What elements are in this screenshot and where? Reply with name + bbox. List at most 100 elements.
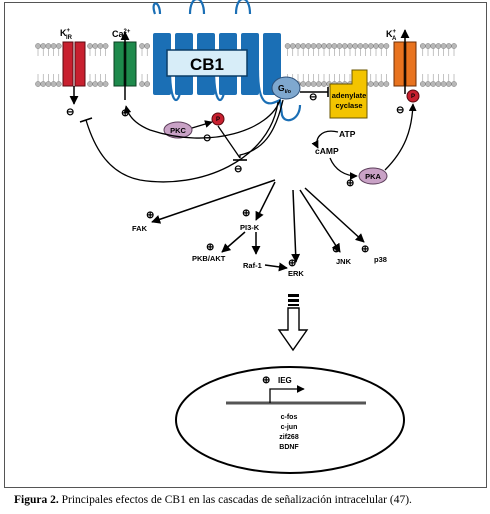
erk-label: ERK [288,269,304,278]
lipid-head [97,43,104,49]
lipid-head [326,43,333,49]
lipid-head [300,81,307,87]
lipid-head [87,81,93,87]
lipid-head [357,43,364,49]
lipid-head [305,81,312,87]
svg-text:⊖: ⊖ [396,105,404,116]
svg-text:⊕: ⊕ [206,242,214,253]
lipid-head [35,81,41,87]
lipid-head [435,81,442,87]
lipid-head [56,81,62,87]
phospho-pkc: P [211,112,225,126]
lipid-head [347,43,353,49]
lipid-head [367,81,374,87]
lipid-head [139,43,145,49]
cb1-receptor: CB1 [152,0,302,122]
svg-text:P: P [411,94,415,100]
svg-text:⊖: ⊖ [66,107,74,118]
lipid-head [419,81,426,87]
adenylate-cyclase: adenylate cyclase [329,69,368,119]
lipid-head [341,43,348,49]
lipid-head [144,81,150,87]
lipid-head [97,81,104,87]
gio-ac-minus: ⊖ [309,92,317,103]
lipid-head [92,81,98,87]
svg-text:⊕: ⊕ [146,210,154,221]
lipid-head [92,43,98,49]
lipid-head [315,81,322,87]
pkc-label: PKC [170,126,186,135]
svg-text:⊕: ⊕ [332,244,340,255]
lipid-head [425,43,431,49]
lipid-head [40,81,47,87]
lipid-head [284,43,291,49]
lipid-head [289,43,296,49]
lipid-head [383,43,390,49]
lipid-head [50,81,57,87]
lipid-head [40,43,47,49]
gene-bdnf: BDNF [279,444,299,451]
svg-text:Gi/o: Gi/o [278,83,292,95]
lipid-head [419,43,426,49]
gene-zif268: zif268 [279,434,299,441]
lipid-head [336,43,343,49]
cb1-label: CB1 [190,55,224,74]
svg-text:K+A: K+A [386,29,397,42]
lipid-head [373,81,379,87]
lipid-head [367,43,374,49]
svg-text:⊕: ⊕ [346,178,354,189]
lipid-head [35,43,41,49]
lipid-head [295,43,301,49]
ieg-label: IEG [278,376,292,385]
lipid-head [315,43,322,49]
ca-channel: Ca2+ [112,29,137,100]
lipid-head [102,43,109,49]
lipid-head [378,81,385,87]
pkb-akt-label: PKB/AKT [192,254,226,263]
svg-text:⊕: ⊕ [262,375,270,386]
lipid-head [440,43,447,49]
lipid-head [139,81,145,87]
lipid-head [144,43,150,49]
lipid-head [310,81,317,87]
lipid-head [435,43,442,49]
lipid-head [305,43,312,49]
lipid-head [352,43,359,49]
lipid-head [451,81,457,87]
lipid-head [331,43,338,49]
lipid-head [383,81,390,87]
ac-line-2: cyclase [335,101,362,110]
lipid-head [45,81,52,87]
ac-line-1: adenylate [332,91,367,100]
pi3k-label: PI3-K [240,223,260,232]
k-a-label: K [386,29,393,39]
lipid-head [445,43,452,49]
lipid-head [321,81,327,87]
svg-text:⊕: ⊕ [288,258,296,269]
signaling-diagram: CB1 K+IR Ca2+ K+A Gi/o adenylate cyclase… [35,0,457,474]
camp-label: cAMP [315,146,339,156]
lipid-head [300,43,307,49]
lipid-head [321,43,327,49]
lipid-head [378,43,385,49]
lipid-head [430,43,437,49]
lipid-head [440,81,447,87]
gio-protein: Gi/o [271,76,301,100]
lipid-head [45,43,52,49]
figure-caption: Figura 2. Principales efectos de CB1 en … [14,494,484,506]
p38-label: p38 [374,255,387,264]
gene-promoter [226,385,366,405]
ca-label: Ca [112,29,124,39]
lipid-head [362,43,369,49]
lipid-head [56,43,62,49]
lipid-head [430,81,437,87]
pka-label: PKA [365,172,381,181]
gio-label: G [278,83,285,93]
svg-text:⊖: ⊖ [234,164,242,175]
figure-frame [4,2,487,488]
lipid-head [87,43,93,49]
svg-text:⊕: ⊕ [242,208,250,219]
lipid-head [425,81,431,87]
pka: PKA [358,167,388,185]
k-ir-label: K [60,28,67,38]
